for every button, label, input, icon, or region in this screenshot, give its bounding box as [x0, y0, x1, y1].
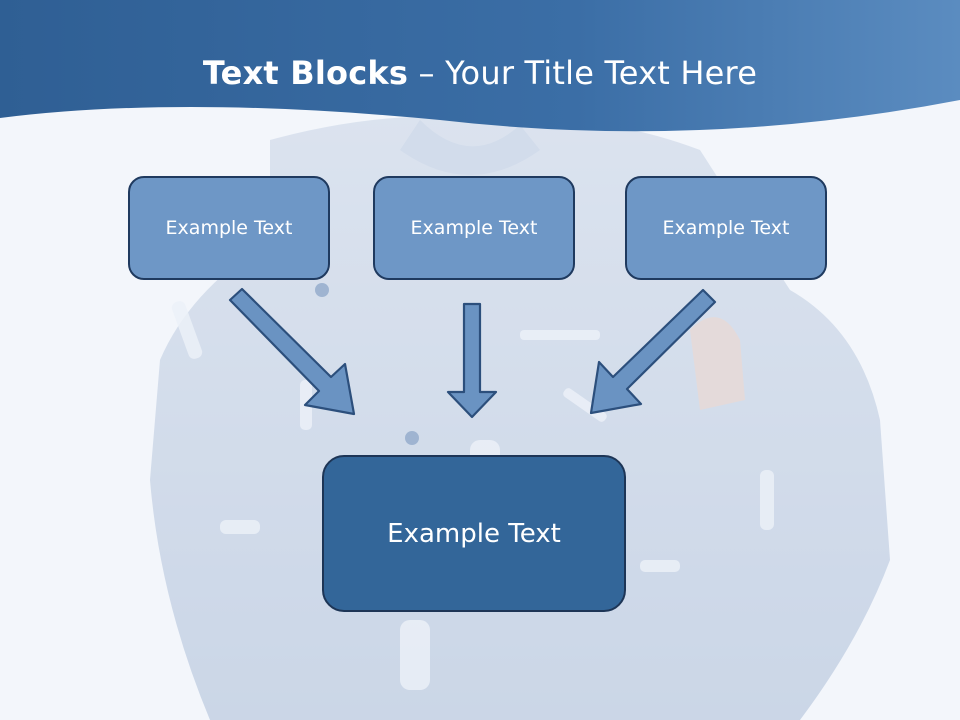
title-rest: Your Title Text Here: [445, 54, 758, 92]
text-block-left[interactable]: Example Text: [128, 176, 330, 280]
title-dash: –: [408, 54, 446, 92]
text-block-center[interactable]: Example Text: [322, 455, 626, 612]
arrow-left: [228, 287, 356, 416]
title-bold: Text Blocks: [202, 54, 409, 92]
slide-title: Text Blocks – Your Title Text Here: [0, 54, 960, 92]
text-block-right[interactable]: Example Text: [625, 176, 827, 280]
header-wave: [0, 0, 960, 132]
arrow-right: [589, 288, 717, 415]
text-block-middle[interactable]: Example Text: [373, 176, 575, 280]
arrow-middle: [446, 302, 498, 419]
arrows: [228, 287, 717, 419]
